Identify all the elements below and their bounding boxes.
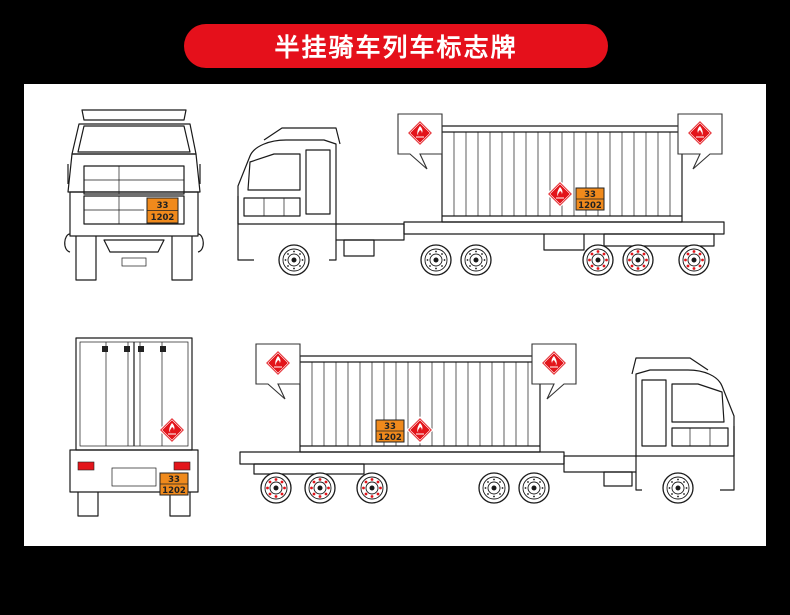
title-banner: 半挂骑车列车标志牌 [184,24,608,68]
orange-plate-side-1: 33 1202 [575,187,605,211]
flammable-diamond-icon [398,114,442,169]
svg-text:1202: 1202 [578,201,602,211]
flammable-diamond-icon [532,344,576,399]
flammable-diamond-icon [158,416,186,444]
diagram-svg: 33 1202 [64,109,735,517]
svg-text:33: 33 [584,190,596,200]
truck-rear-view: 33 1202 [69,337,199,517]
flammable-diamond-icon [406,416,434,444]
flammable-diamond-icon [678,114,722,169]
svg-text:1202: 1202 [162,486,186,496]
flammable-diamond-icon [256,344,300,399]
orange-plate-rear: 33 1202 [159,472,189,496]
diagram-canvas: 33 1202 [24,84,766,546]
orange-plate-side-2: 33 1202 [375,419,405,443]
page-title: 半挂骑车列车标志牌 [274,33,518,62]
orange-plate-front: 33 1202 [146,197,179,224]
side-view-cab-right: 33 1202 [239,344,735,504]
flammable-diamond-icon [546,180,574,208]
hazard-code-text: 33 [157,201,169,211]
svg-text:33: 33 [384,422,396,432]
svg-text:33: 33 [168,475,180,485]
truck-front-view: 33 1202 [64,109,204,281]
side-view-cab-left: 33 1202 [237,114,725,276]
svg-text:1202: 1202 [378,433,402,443]
un-number-text: 1202 [151,213,175,223]
